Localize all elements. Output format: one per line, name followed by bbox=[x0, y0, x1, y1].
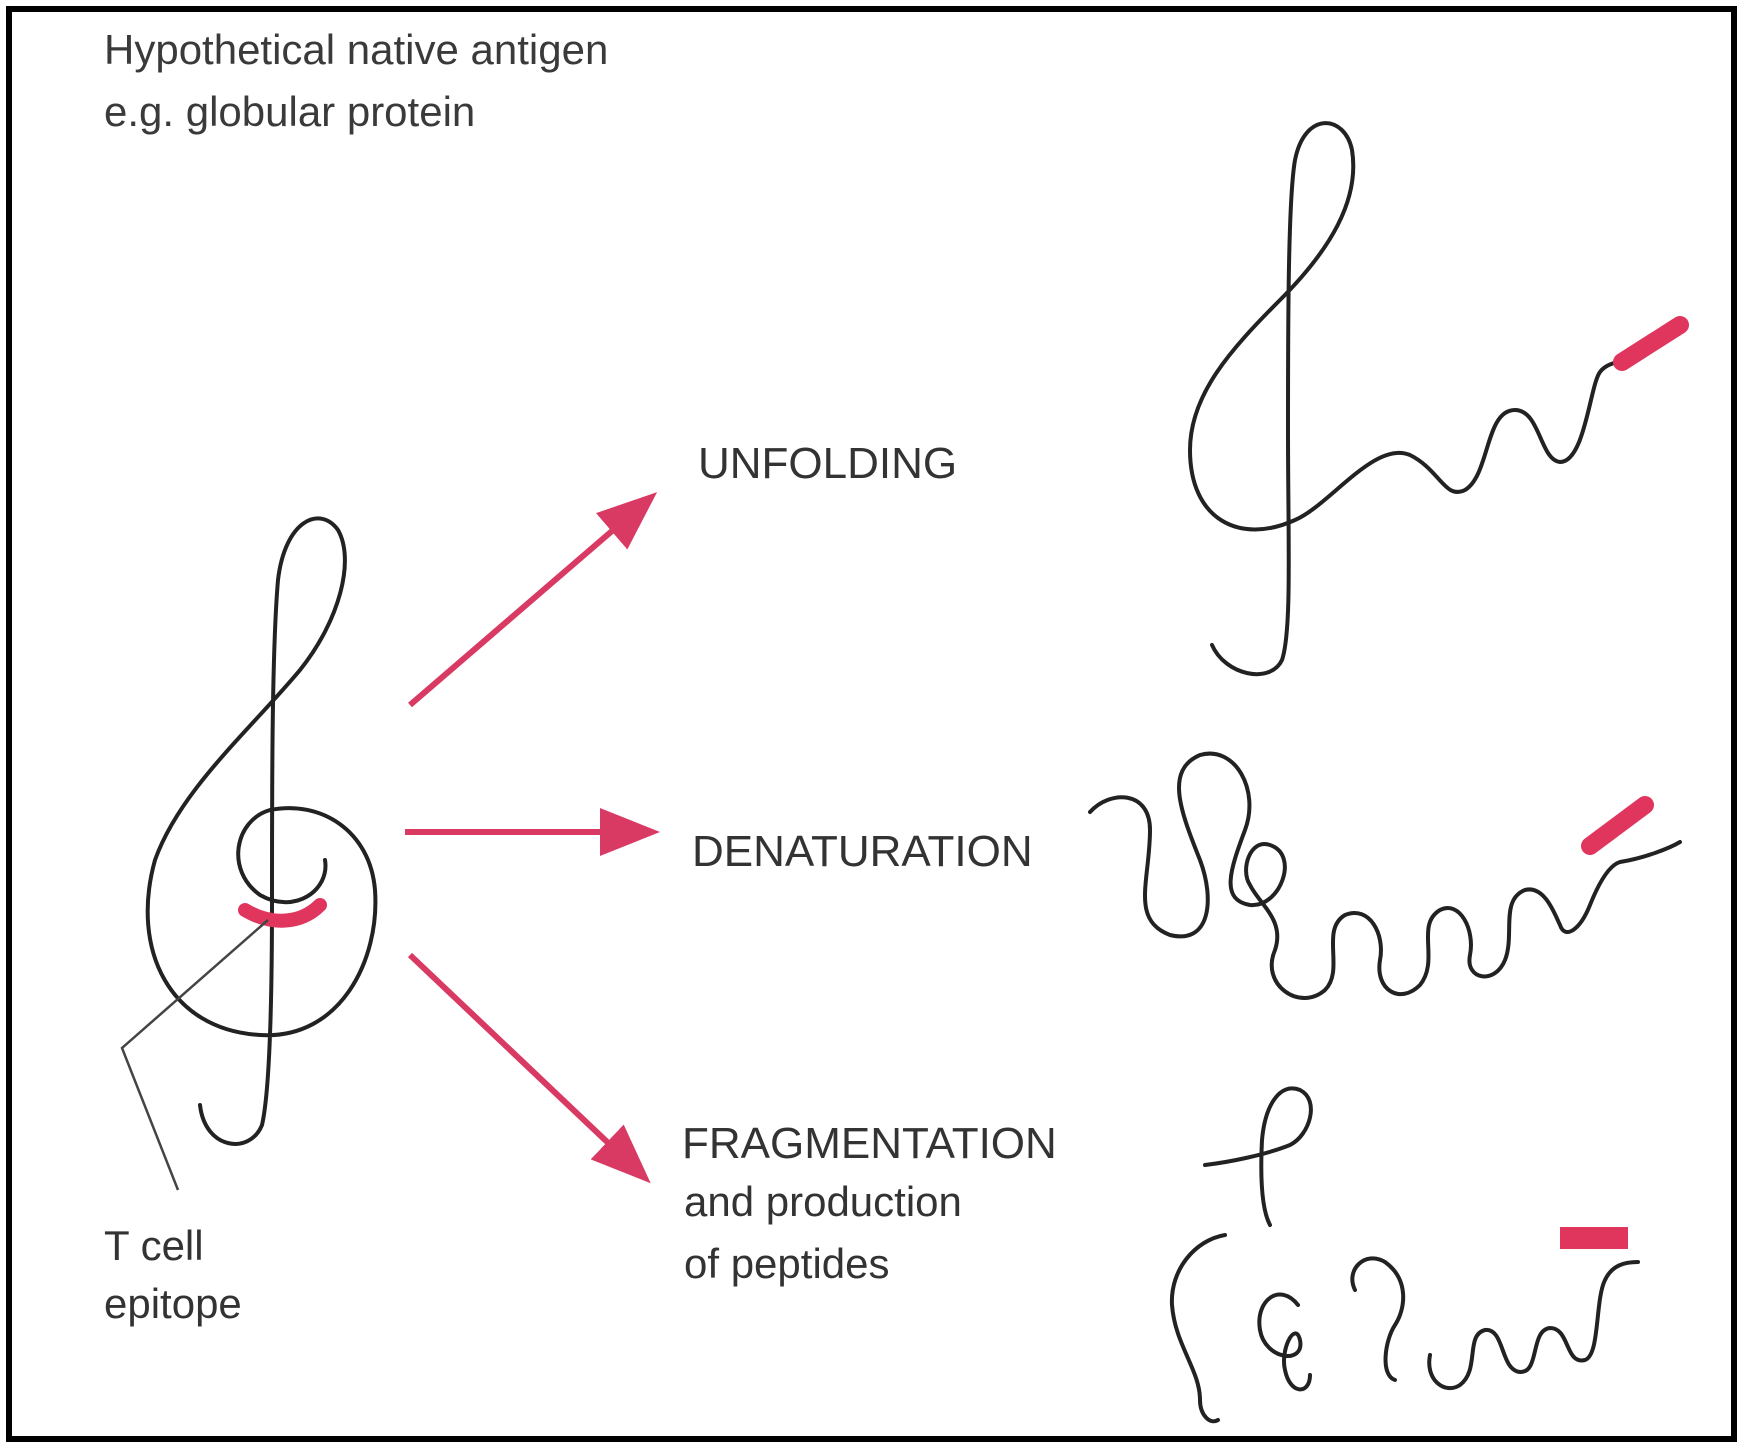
title-line-2: e.g. globular protein bbox=[104, 88, 475, 135]
fragment-5 bbox=[1427, 1260, 1640, 1391]
unfolded-antigen bbox=[1188, 121, 1689, 677]
title-line-1: Hypothetical native antigen bbox=[104, 26, 608, 73]
denatured-chain bbox=[1088, 751, 1682, 1000]
step-label-unfolding: UNFOLDING bbox=[698, 439, 957, 488]
step-label-denaturation: DENATURATION bbox=[692, 827, 1033, 876]
arrow-unfolding bbox=[408, 492, 658, 708]
native-antigen bbox=[120, 516, 378, 1191]
arrow-fragmentation bbox=[407, 952, 651, 1184]
epitope-label-line-2: epitope bbox=[104, 1280, 242, 1327]
unfolded-epitope bbox=[1613, 316, 1689, 371]
step-label-fragmentation: FRAGMENTATION bbox=[682, 1119, 1057, 1168]
fragment-1 bbox=[1203, 1086, 1313, 1227]
fragment-4 bbox=[1350, 1256, 1406, 1382]
figure-frame bbox=[6, 6, 1737, 1442]
unfolded-chain bbox=[1188, 121, 1624, 677]
fragment-2 bbox=[1169, 1233, 1227, 1424]
epitope-pointer bbox=[120, 919, 269, 1191]
epitope-label-line-1: T cell bbox=[104, 1222, 204, 1269]
denatured-antigen bbox=[1088, 751, 1682, 1000]
native-epitope bbox=[238, 898, 327, 928]
step-label-fragmentation-line-3: of peptides bbox=[684, 1240, 890, 1287]
step-label-fragmentation-line-2: and production bbox=[684, 1178, 962, 1225]
peptide-fragments bbox=[1169, 1086, 1640, 1424]
fragment-3 bbox=[1257, 1292, 1312, 1392]
native-antigen-chain bbox=[145, 516, 378, 1146]
denatured-epitope bbox=[1581, 796, 1654, 855]
